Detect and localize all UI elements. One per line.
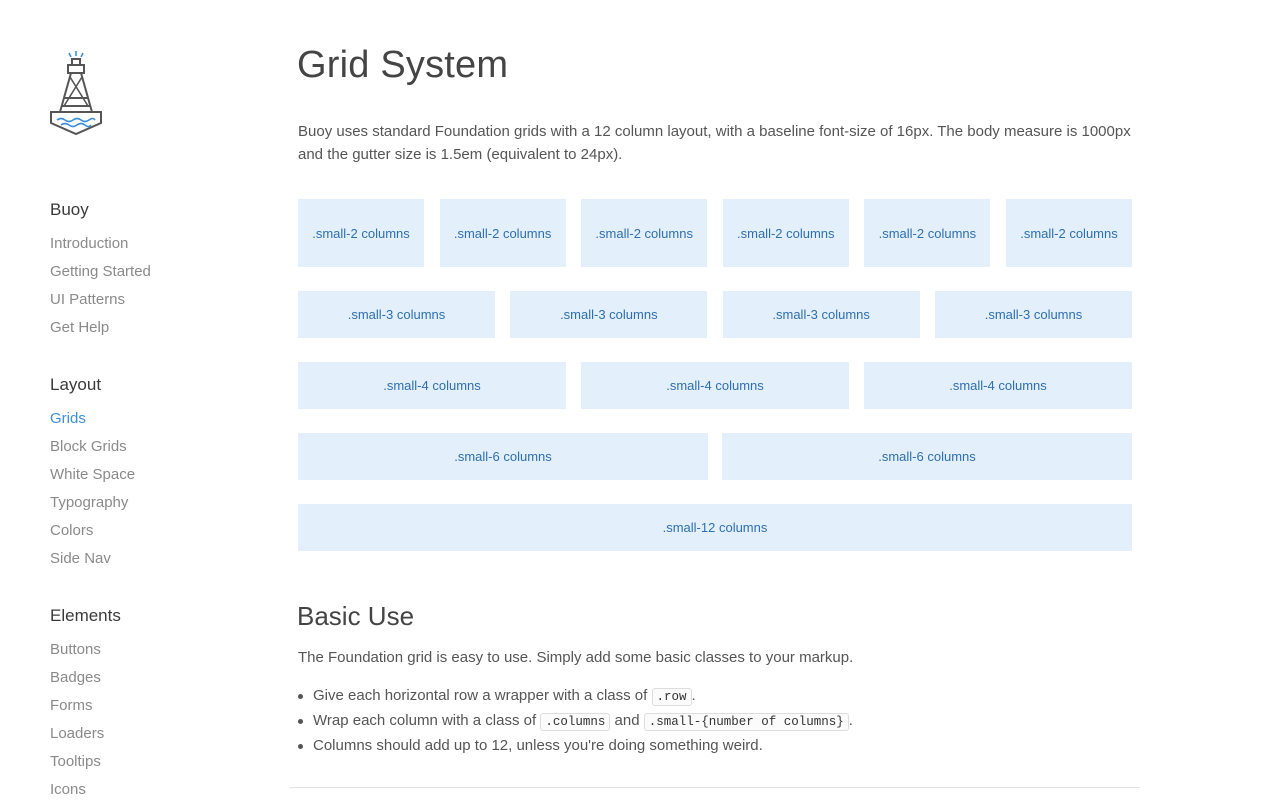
list-item-text: Give each horizontal row a wrapper with … bbox=[313, 687, 652, 704]
list-item-text: Wrap each column with a class of bbox=[313, 712, 541, 729]
grid-cell: .small-2 columns bbox=[439, 199, 566, 267]
nav-item-block-grids[interactable]: Block Grids bbox=[50, 438, 127, 455]
nav-heading-layout: Layout bbox=[50, 375, 102, 394]
section-title-basic-use: Basic Use bbox=[297, 601, 415, 631]
basic-use-list: Give each horizontal row a wrapper with … bbox=[298, 684, 853, 758]
grid-cell: .small-3 columns bbox=[510, 291, 708, 338]
grid-cell: .small-2 columns bbox=[864, 199, 991, 267]
nav-item-tooltips[interactable]: Tooltips bbox=[50, 753, 101, 770]
list-item-text: . bbox=[848, 712, 853, 729]
nav-item-buttons[interactable]: Buttons bbox=[50, 641, 101, 658]
grid-cell: .small-3 columns bbox=[934, 291, 1132, 338]
nav-item-side-nav[interactable]: Side Nav bbox=[50, 550, 111, 567]
grid-row-small-12: .small-12 columns bbox=[298, 504, 1132, 551]
list-item: Give each horizontal row a wrapper with … bbox=[298, 684, 853, 709]
nav-item-typography[interactable]: Typography bbox=[50, 494, 129, 511]
nav-section-elements: Elements Buttons Badges Forms Loaders To… bbox=[50, 606, 121, 804]
page-title: Grid System bbox=[297, 44, 509, 86]
grid-cell: .small-6 columns bbox=[722, 433, 1132, 480]
list-item: Wrap each column with a class of .column… bbox=[298, 709, 853, 734]
grid-cell: .small-2 columns bbox=[581, 199, 708, 267]
buoy-logo-icon[interactable] bbox=[50, 50, 102, 136]
nav-section-layout: Layout Grids Block Grids White Space Typ… bbox=[50, 375, 135, 573]
nav-item-loaders[interactable]: Loaders bbox=[50, 725, 105, 742]
nav-item-getting-started[interactable]: Getting Started bbox=[50, 263, 151, 280]
nav-item-ui-patterns[interactable]: UI Patterns bbox=[50, 291, 126, 308]
nav-item-get-help[interactable]: Get Help bbox=[50, 319, 110, 336]
list-item-text: . bbox=[691, 687, 696, 704]
code-snippet: .row bbox=[651, 688, 692, 706]
grid-row-small-4: .small-4 columns .small-4 columns .small… bbox=[298, 362, 1132, 409]
grid-cell: .small-2 columns bbox=[298, 199, 424, 267]
nav-heading-elements: Elements bbox=[50, 606, 121, 625]
grid-cell: .small-12 columns bbox=[298, 504, 1132, 551]
nav-item-icons[interactable]: Icons bbox=[50, 781, 86, 798]
grid-row-small-3: .small-3 columns .small-3 columns .small… bbox=[298, 291, 1132, 338]
nav-section-buoy: Buoy Introduction Getting Started UI Pat… bbox=[50, 200, 151, 342]
nav-item-badges[interactable]: Badges bbox=[50, 669, 101, 686]
code-snippet: .small-{number of columns} bbox=[643, 713, 849, 731]
grid-cell: .small-4 columns bbox=[298, 362, 566, 409]
grid-row-small-6: .small-6 columns .small-6 columns bbox=[298, 433, 1132, 480]
grid-row-small-2: .small-2 columns .small-2 columns .small… bbox=[298, 199, 1132, 267]
nav-item-white-space[interactable]: White Space bbox=[50, 466, 136, 483]
nav-item-introduction[interactable]: Introduction bbox=[50, 235, 129, 252]
intro-text: Buoy uses standard Foundation grids with… bbox=[298, 123, 1131, 163]
code-snippet: .columns bbox=[540, 713, 611, 731]
list-item-text: Columns should add up to 12, unless you'… bbox=[313, 737, 763, 754]
nav-item-grids[interactable]: Grids bbox=[50, 410, 86, 427]
grid-cell: .small-4 columns bbox=[581, 362, 849, 409]
nav-heading-buoy: Buoy bbox=[50, 200, 89, 219]
grid-cell: .small-2 columns bbox=[722, 199, 849, 267]
nav-item-colors[interactable]: Colors bbox=[50, 522, 94, 539]
list-item-text: and bbox=[610, 712, 644, 729]
grid-cell: .small-6 columns bbox=[298, 433, 708, 480]
grid-cell: .small-2 columns bbox=[1005, 199, 1132, 267]
grid-cell: .small-3 columns bbox=[722, 291, 920, 338]
basic-use-text: The Foundation grid is easy to use. Simp… bbox=[298, 649, 854, 666]
grid-cell: .small-4 columns bbox=[864, 362, 1132, 409]
list-item: Columns should add up to 12, unless you'… bbox=[298, 734, 853, 758]
grid-cell: .small-3 columns bbox=[298, 291, 495, 338]
nav-item-forms[interactable]: Forms bbox=[50, 697, 93, 714]
section-divider bbox=[290, 787, 1140, 788]
